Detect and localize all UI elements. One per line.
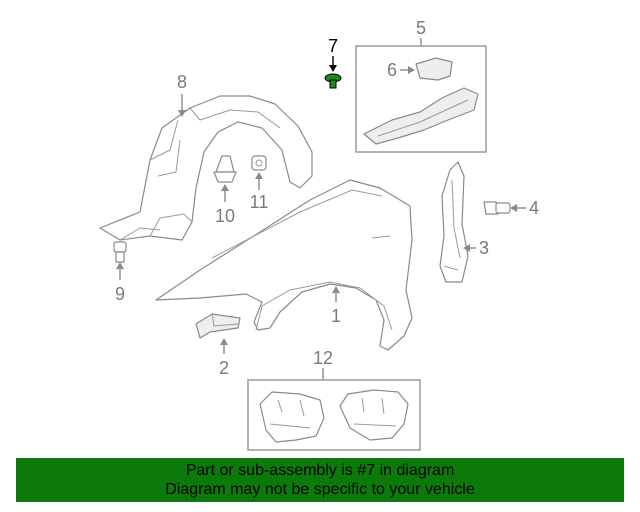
callout-7-label: 7 [328, 36, 338, 56]
bracket-part-6 [415, 57, 453, 81]
front-fender-part-1 [155, 179, 413, 351]
mud-guard-right-part-12 [339, 389, 409, 441]
callout-3: 3 [463, 238, 489, 258]
callout-8: 8 [177, 72, 187, 117]
mud-guard-left-part-12 [259, 391, 325, 443]
callout-1: 1 [331, 286, 341, 326]
callout-2: 2 [219, 338, 229, 378]
fender-rail-part-5 [363, 87, 479, 145]
push-clip-part-10 [213, 155, 237, 183]
callout-2-label: 2 [219, 358, 229, 378]
fender-bracket-part-3 [439, 161, 469, 283]
parts-diagram: 8 10 11 9 1 [99, 18, 539, 451]
callout-5: 5 [416, 18, 426, 46]
callout-11-label: 11 [250, 192, 269, 212]
callout-12: 12 [313, 348, 333, 380]
callout-10: 10 [215, 184, 235, 226]
callout-6-label: 6 [387, 60, 397, 80]
callout-8-label: 8 [177, 72, 187, 92]
callout-6: 6 [387, 60, 415, 80]
bolt-part-4 [483, 201, 511, 215]
callout-12-label: 12 [313, 348, 333, 368]
callout-9: 9 [115, 262, 125, 304]
inner-fender-liner-part-8 [99, 95, 313, 241]
callout-4: 4 [510, 198, 539, 218]
clip-part-11 [251, 155, 267, 171]
callout-3-label: 3 [479, 238, 489, 258]
callout-4-label: 4 [529, 198, 539, 218]
callout-1-label: 1 [331, 306, 341, 326]
callout-5-label: 5 [416, 18, 426, 38]
sub-assembly-box-12 [247, 379, 421, 451]
banner-line-1: Part or sub-assembly is #7 in diagram [185, 462, 455, 479]
banner-line-2: Diagram may not be specific to your vehi… [165, 481, 475, 498]
bracket-part-2 [195, 313, 241, 339]
clip-part-7-highlighted [324, 73, 342, 89]
notice-banner: Part or sub-assembly is #7 in diagram Di… [16, 458, 624, 502]
sub-assembly-box-5 [355, 45, 487, 153]
callout-11: 11 [250, 172, 269, 212]
callout-7: 7 [328, 36, 338, 72]
callout-9-label: 9 [115, 284, 125, 304]
screw-part-9 [113, 241, 127, 263]
callout-10-label: 10 [215, 206, 235, 226]
